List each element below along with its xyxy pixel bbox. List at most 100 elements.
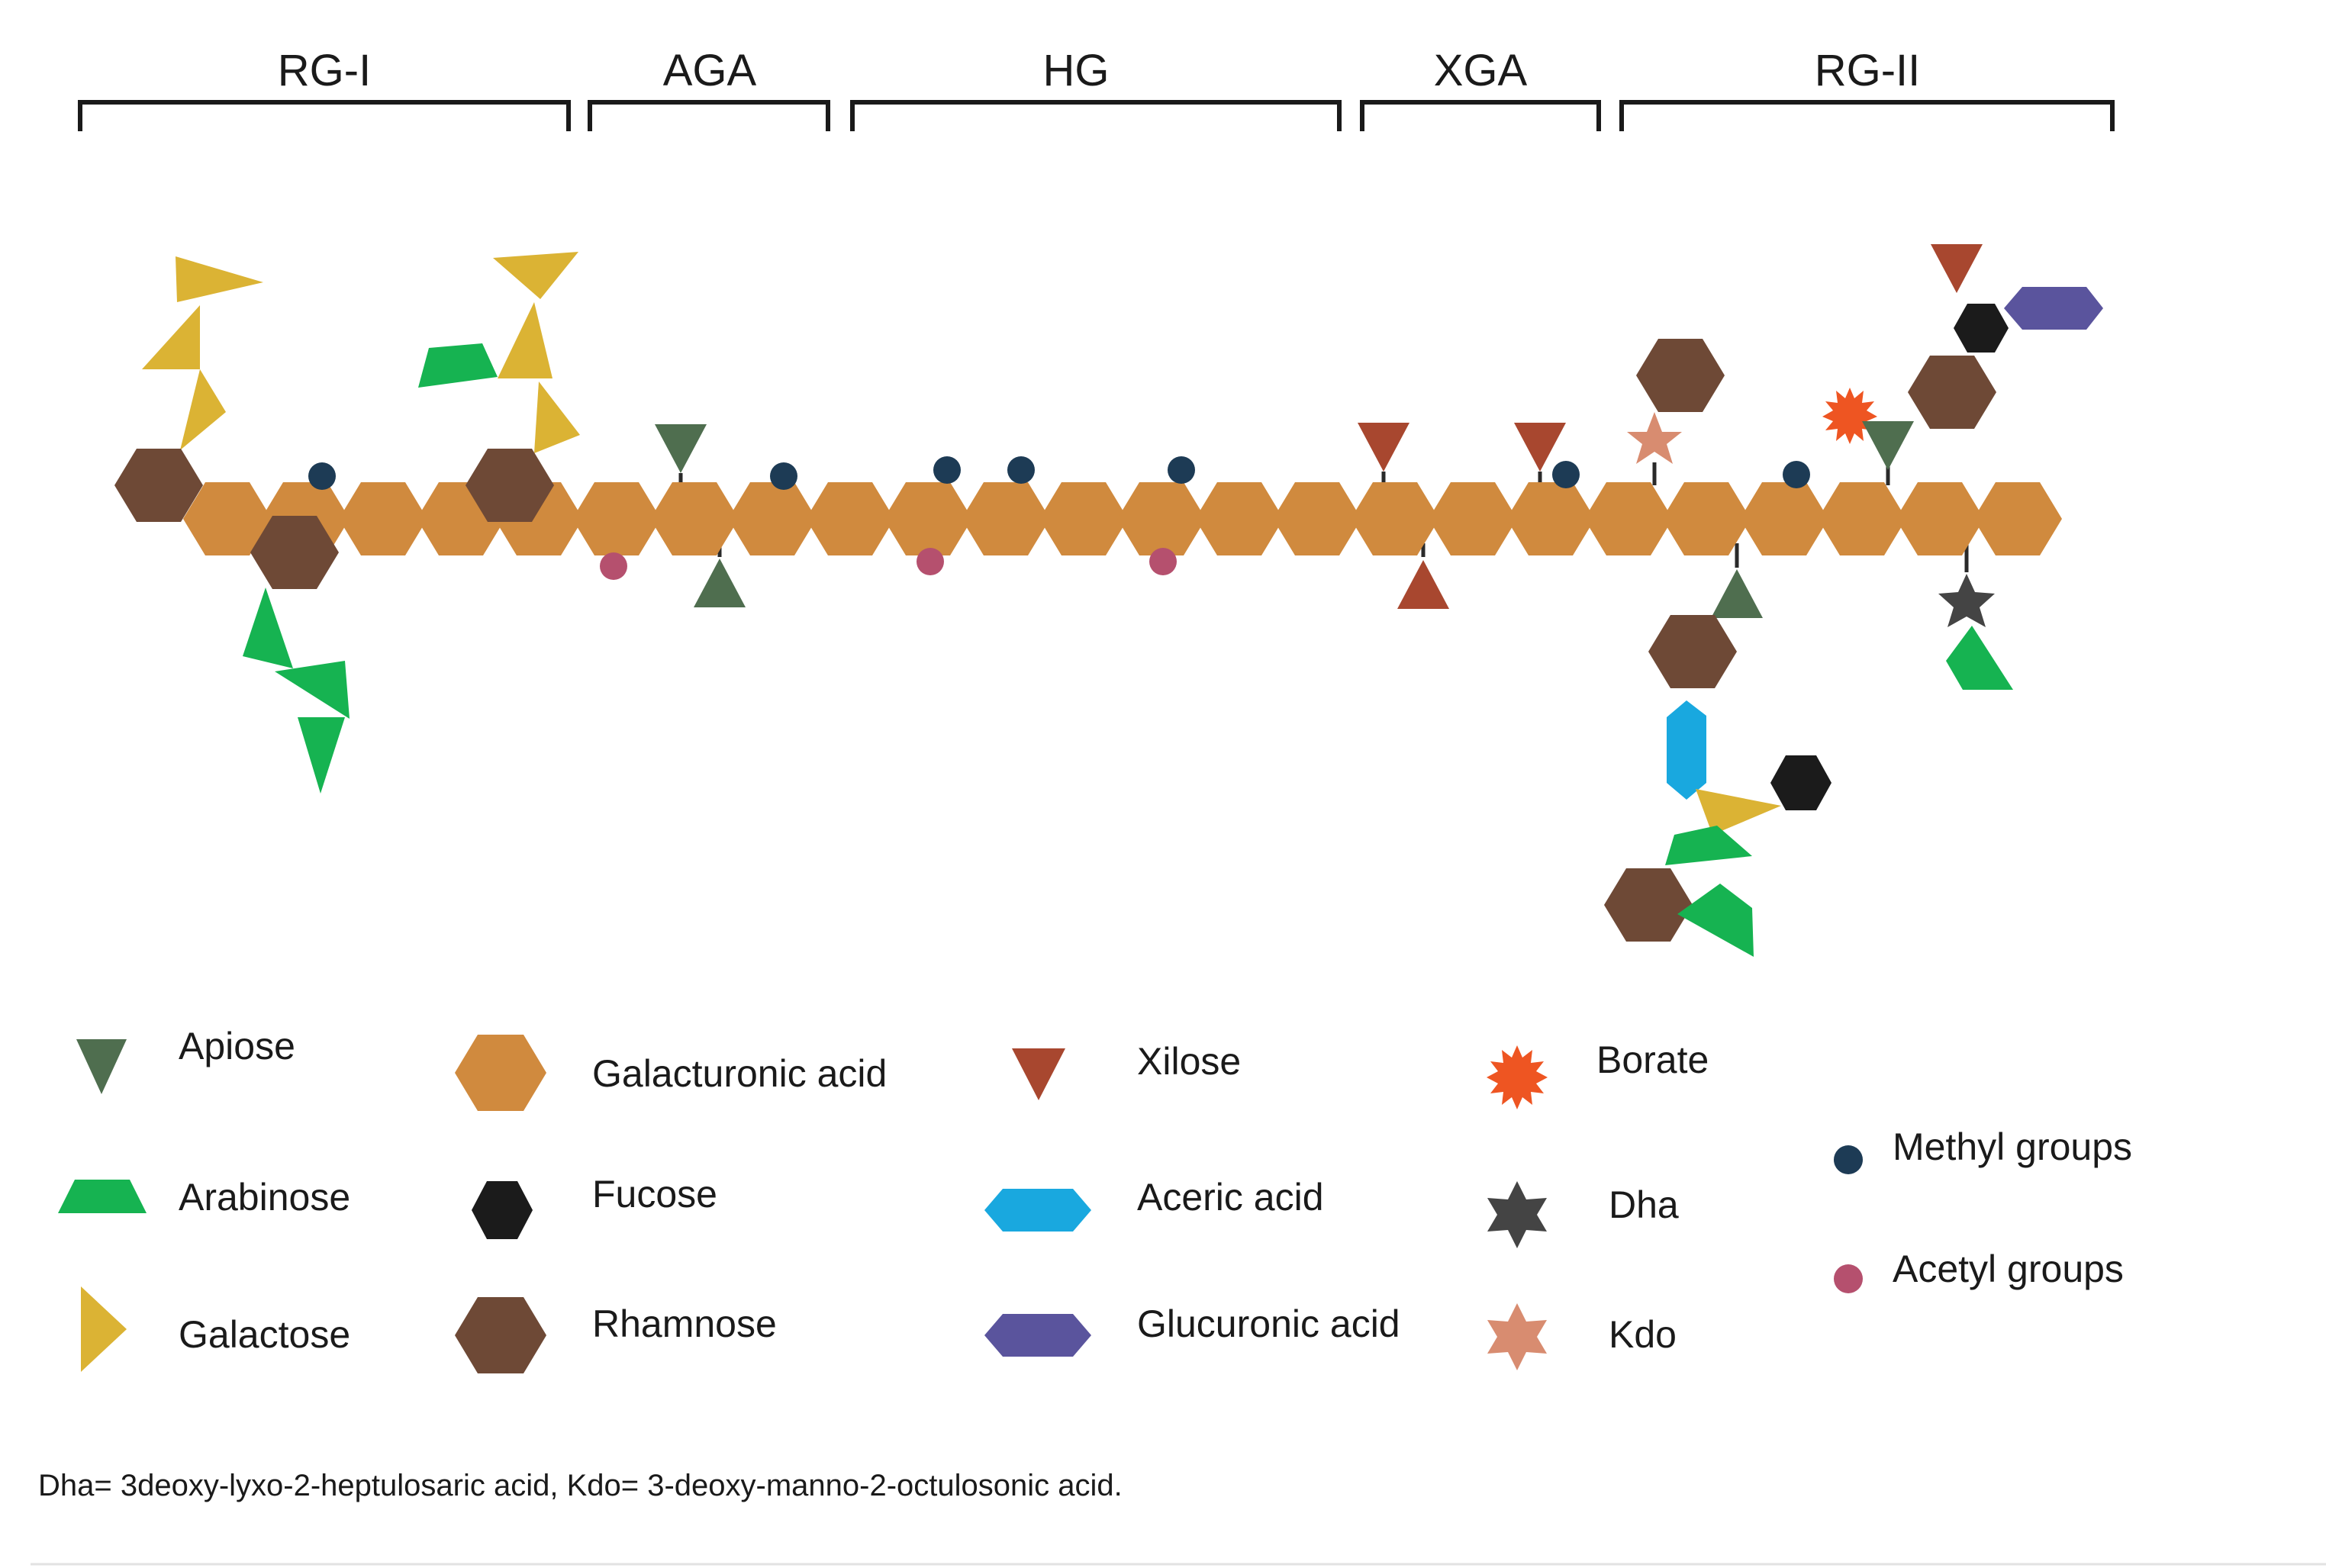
legend-item-aceric-acid: Aceric acid [984,1176,1324,1232]
apiose-residue [1862,421,1914,470]
galacturonic-acid-residue [1195,482,1284,555]
svg-text:Arabinose: Arabinose [179,1176,350,1219]
xilose-residue [1931,244,1983,293]
borate-icon [1487,1045,1548,1109]
galactose-residue [493,252,578,299]
xilose-residue [1397,560,1449,609]
legend: Apiose Arabinose Galactose Galacturonic … [58,1025,2132,1373]
legend-item-acetyl-groups: Acetyl groups [1834,1248,2124,1293]
apiose-residue [655,424,707,473]
arabinose-residue [243,588,293,668]
methyl-group [308,462,336,490]
svg-text:Glucuronic acid: Glucuronic acid [1137,1302,1400,1345]
xilose-icon [1012,1048,1065,1100]
fucose-residue [1954,304,2009,353]
methyl-group-icon [1834,1145,1863,1174]
arabinose-icon [58,1180,147,1213]
bracket-hg [850,100,1342,131]
aceric-acid-icon [984,1189,1091,1232]
region-label-aga: AGA [663,46,757,95]
acetyl-group [600,552,627,580]
arabinose-residue [418,343,498,388]
rg-ii-side-chains [1604,244,2103,957]
galacturonic-acid-residue [1818,482,1906,555]
svg-text:Acetyl groups: Acetyl groups [1893,1248,2124,1290]
rhamnose-residue [1604,868,1693,942]
galacturonic-acid-residue [1740,482,1828,555]
svg-text:Methyl groups: Methyl groups [1893,1125,2132,1168]
legend-item-xilose: Xilose [1012,1040,1241,1100]
galacturonic-acid-residue [1506,482,1595,555]
galacturonic-acid-residue [1351,482,1439,555]
bracket-rg-ii [1619,100,2115,131]
arabinose-residue [1677,884,1754,957]
galacturonic-acid-residue [1662,482,1751,555]
methyl-group [1168,456,1195,484]
galacturonic-acid-residue [339,482,427,555]
galacturonic-acid-residue [183,482,272,555]
galacturonic-acid-residue [1429,482,1517,555]
rhamnose-residue [1636,339,1725,412]
svg-text:Rhamnose: Rhamnose [592,1302,777,1345]
region-label-xga: XGA [1434,46,1528,95]
kdo-residue [1627,412,1682,464]
svg-text:Aceric acid: Aceric acid [1137,1176,1324,1219]
fucose-residue [1770,755,1831,810]
legend-item-fucose: Fucose [472,1173,717,1239]
galacturonic-acid-residue [1273,482,1361,555]
galacturonic-acid-residue [728,482,817,555]
galacturonic-acid-residue [962,482,1050,555]
kdo-icon [1487,1303,1547,1370]
legend-item-arabinose: Arabinose [58,1176,350,1219]
galacturonic-acid-residue [806,482,894,555]
backbone-substituents [308,423,1810,609]
legend-item-galacturonic-acid: Galacturonic acid [455,1035,887,1111]
galacturonic-acid-residue [1039,482,1128,555]
legend-item-methyl-groups: Methyl groups [1834,1125,2132,1174]
rhamnose-icon [455,1297,546,1373]
footnote: Dha= 3deoxy-lyxo-2-heptulosaric acid, Kd… [38,1469,1123,1502]
svg-text:Borate: Borate [1596,1038,1709,1081]
acetyl-group-icon [1834,1264,1863,1293]
legend-item-borate: Borate [1487,1038,1709,1109]
rhamnose-residue [1908,356,1996,429]
galactose-residue [498,302,553,378]
galacturonic-acid-icon [455,1035,546,1111]
borate-residue [1822,388,1877,444]
svg-text:Galactose: Galactose [179,1313,350,1356]
fucose-icon [472,1181,533,1239]
galacturonic-acid-residue [1117,482,1206,555]
apiose-icon [76,1039,127,1094]
galactose-residue [534,382,580,453]
methyl-group [1552,461,1580,488]
region-brackets [78,100,2115,131]
methyl-group [1783,461,1810,488]
galactose-residue [176,256,263,302]
galacturonic-acid-residue [1896,482,1984,555]
svg-text:Xilose: Xilose [1137,1040,1241,1083]
legend-item-dha: Dha [1487,1181,1679,1248]
galactose-icon [81,1286,127,1372]
svg-text:Kdo: Kdo [1609,1313,1677,1356]
galacturonic-acid-residue [572,482,661,555]
legend-item-rhamnose: Rhamnose [455,1297,777,1373]
xilose-residue [1358,423,1409,472]
arabinose-residue [1665,826,1752,865]
galacturonic-acid-residue [1584,482,1673,555]
legend-item-kdo: Kdo [1487,1303,1677,1370]
galacturonic-acid-residue [884,482,972,555]
legend-item-apiose: Apiose [76,1025,295,1094]
galacturonic-backbone [183,482,2062,555]
bracket-rg-i [78,100,571,131]
svg-text:Fucose: Fucose [592,1173,717,1215]
region-label-hg: HG [1043,46,1110,95]
apiose-residue [694,559,746,607]
glucuronic-acid-residue [2004,287,2103,330]
dha-icon [1487,1181,1547,1248]
legend-item-glucuronic-acid: Glucuronic acid [984,1302,1400,1357]
svg-text:Dha: Dha [1609,1183,1679,1226]
rg-i-side-chains [142,252,580,794]
galacturonic-acid-residue [650,482,739,555]
glucuronic-acid-icon [984,1314,1091,1357]
